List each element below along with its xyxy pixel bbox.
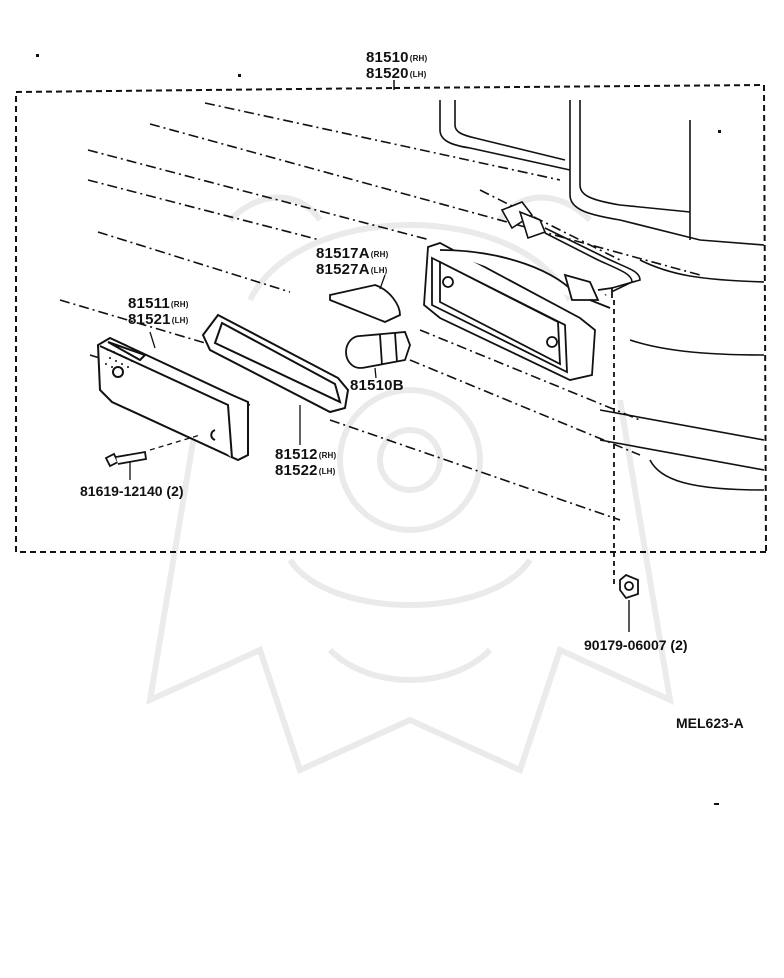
gasket-part-label-lh: 81522(LH) — [275, 462, 336, 479]
gasket-part-label: 81512(RH) — [275, 446, 337, 463]
gasket — [201, 313, 350, 445]
diagram-code: MEL623-A — [676, 715, 744, 731]
bulb-shade — [329, 274, 401, 323]
lens-part-label: 81511(RH) — [128, 295, 189, 312]
assembly-part-label: 81510(RH) — [366, 49, 428, 66]
lens-part-label-lh: 81521(LH) — [128, 311, 189, 328]
lens-texture — [105, 349, 133, 368]
bulb-part-label: 81510B — [350, 377, 404, 394]
nut-part — [613, 300, 639, 632]
lens — [96, 331, 249, 462]
assembly-part-label-lh: 81520(LH) — [366, 65, 427, 82]
shade-part-label-lh: 81527A(LH) — [316, 261, 388, 278]
wire-connector — [500, 201, 641, 296]
stray-marks — [36, 54, 721, 805]
nut-part-label: 90179-06007 (2) — [584, 637, 688, 653]
screw-part-label: 81619-12140 (2) — [80, 483, 184, 499]
lamp-housing — [423, 242, 613, 381]
bulb — [345, 331, 411, 379]
assembly-boundary — [15, 84, 767, 553]
screw — [104, 434, 201, 480]
watermark-logo — [146, 194, 674, 775]
shade-part-label: 81517A(RH) — [316, 245, 389, 262]
